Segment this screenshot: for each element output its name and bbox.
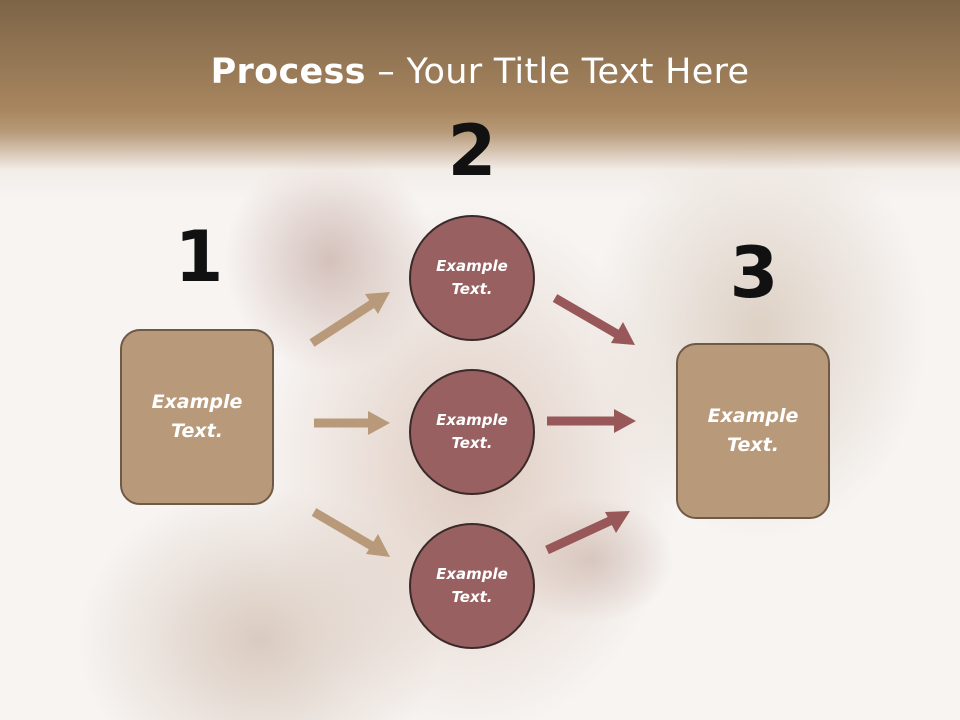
- arrow-box1-to-circle1: [309, 292, 390, 347]
- step-number-3: 3: [729, 232, 779, 314]
- process-circle-1[interactable]: Example Text.: [409, 215, 535, 341]
- process-box-1-label: Example Text.: [151, 391, 243, 442]
- process-circle-3[interactable]: Example Text.: [409, 523, 535, 649]
- process-box-1[interactable]: Example Text.: [120, 329, 274, 505]
- step-number-1: 1: [174, 216, 224, 298]
- title-band: [0, 0, 960, 200]
- title-rest: – Your Title Text Here: [365, 52, 750, 92]
- process-box-3[interactable]: Example Text.: [676, 343, 830, 519]
- arrow-circle3-to-box3: [545, 511, 630, 555]
- arrow-box1-to-circle2: [314, 411, 390, 435]
- title-bold: Process: [210, 52, 366, 92]
- process-circle-2-label: Example Text.: [436, 411, 508, 452]
- process-box-3-label: Example Text.: [707, 405, 799, 456]
- process-circle-2[interactable]: Example Text.: [409, 369, 535, 495]
- process-circle-3-label: Example Text.: [436, 565, 508, 606]
- arrow-box1-to-circle3: [311, 508, 390, 557]
- arrow-circle2-to-box3: [547, 409, 636, 433]
- step-number-2: 2: [447, 110, 497, 192]
- arrow-circle1-to-box3: [552, 294, 635, 345]
- process-circle-1-label: Example Text.: [436, 257, 508, 298]
- slide-title: Process – Your Title Text Here: [0, 52, 960, 92]
